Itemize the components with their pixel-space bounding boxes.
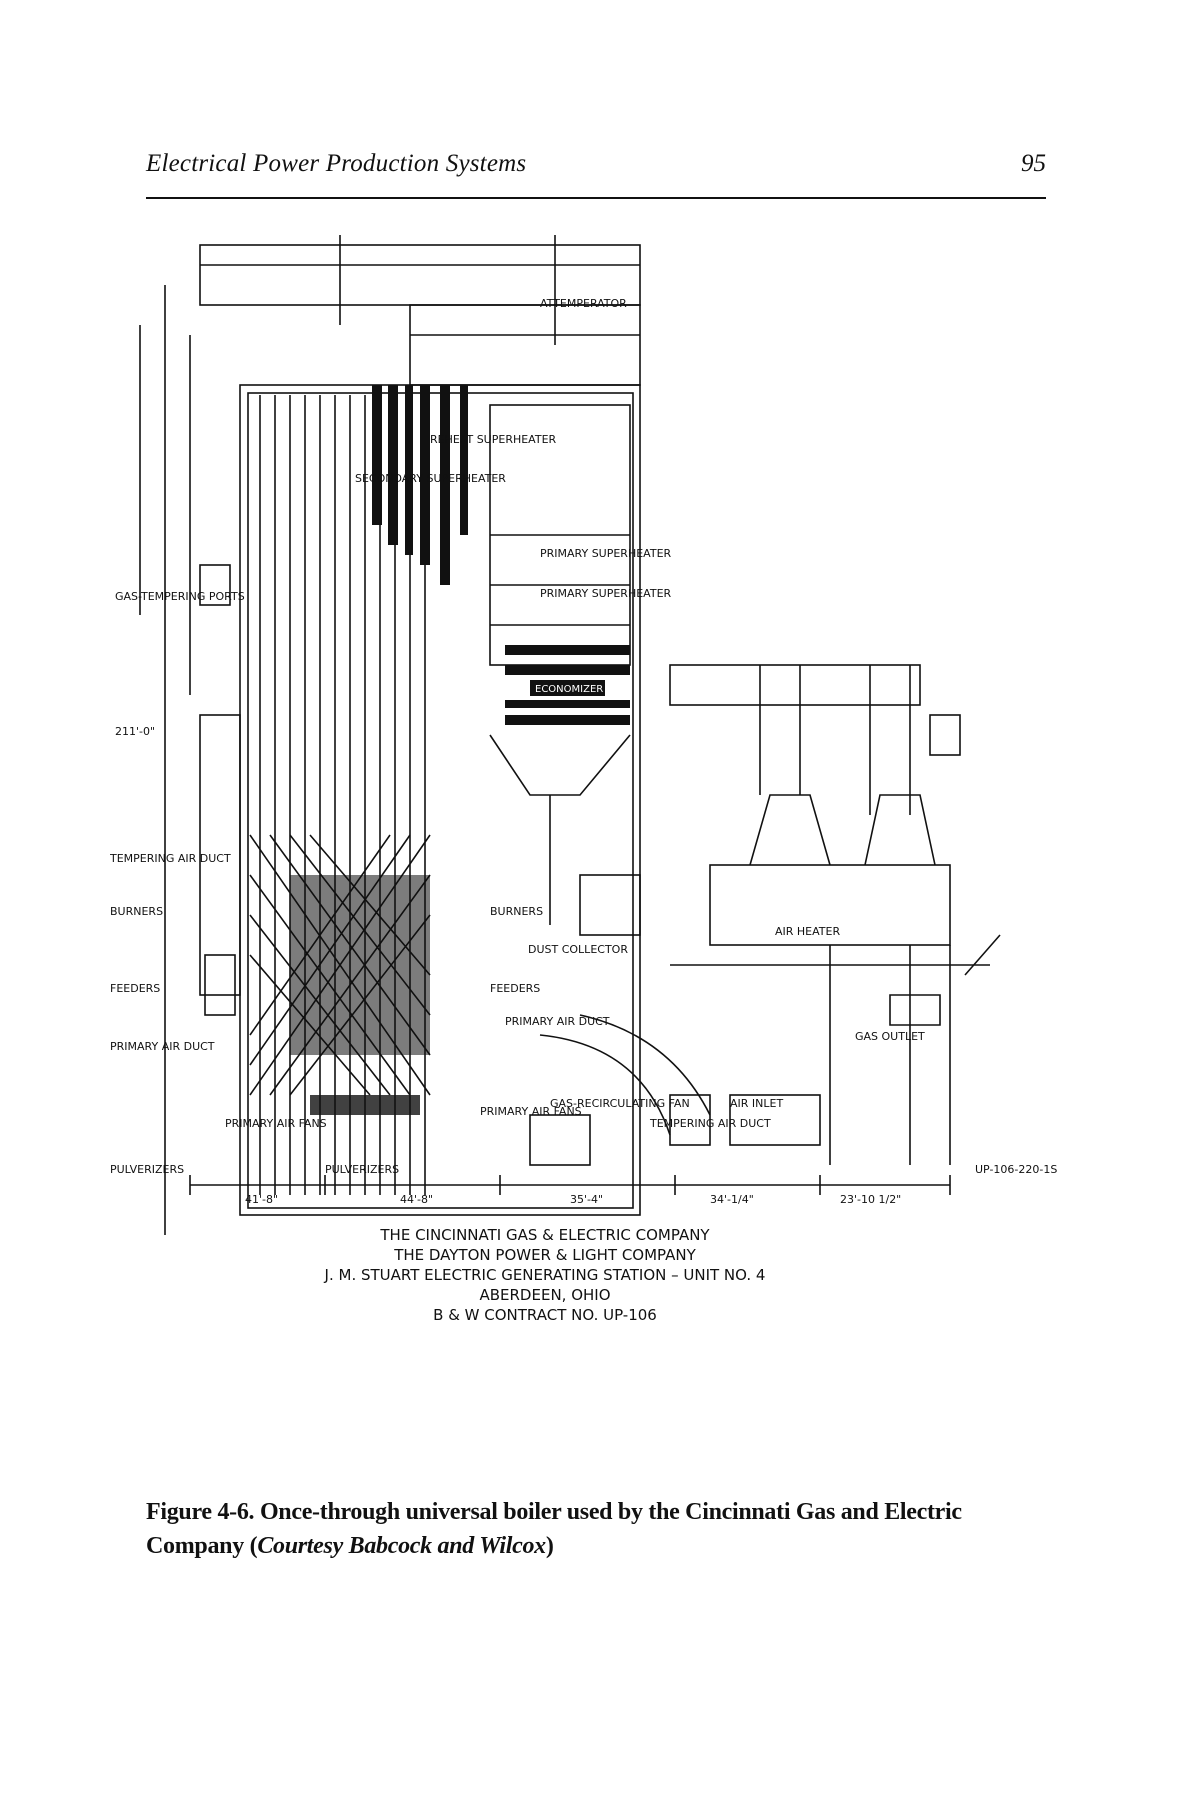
figure-caption: Figure 4-6. Once-through universal boile…	[146, 1495, 1046, 1563]
tempering-air-duct-label-right: TEMPERING AIR DUCT	[649, 1117, 771, 1130]
title-block-line-5: B & W CONTRACT NO. UP-106	[433, 1306, 657, 1324]
feeders-label-right: FEEDERS	[490, 982, 540, 995]
title-block-line-4: ABERDEEN, OHIO	[479, 1286, 610, 1304]
caption-text: Figure 4-6. Once-through universal boile…	[146, 1499, 962, 1559]
caption-close: )	[545, 1533, 554, 1559]
title-block-line-3: J. M. STUART ELECTRIC GENERATING STATION…	[324, 1266, 766, 1284]
dimension-4: 34'-1/4"	[710, 1193, 754, 1206]
gas-recirculating-fan-label: GAS-RECIRCULATING FAN	[550, 1097, 690, 1110]
pulverizers-label-left: PULVERIZERS	[110, 1163, 184, 1176]
running-title: Electrical Power Production Systems	[146, 150, 527, 177]
gas-tempering-ports-label: GAS-TEMPERING PORTS	[115, 590, 245, 603]
primary-superheater-label-2: PRIMARY SUPERHEATER	[540, 587, 672, 600]
secondary-superheater-label: SECONDARY SUPERHEATER	[355, 472, 506, 485]
boiler-drawing: ATTEMPERATOR REHEAT SUPERHEATER SECONDAR…	[110, 235, 1057, 1324]
gas-outlet-label: GAS OUTLET	[855, 1030, 925, 1043]
reheat-superheater-label: REHEAT SUPERHEATER	[430, 433, 557, 446]
burners-label-left: BURNERS	[110, 905, 163, 918]
page-number: 95	[1021, 150, 1046, 177]
header-rule	[146, 197, 1046, 199]
dimension-5: 23'-10 1/2"	[840, 1193, 901, 1206]
primary-air-fans-label-left: PRIMARY AIR FANS	[225, 1117, 327, 1130]
drawing-number: UP-106-220-1S	[975, 1163, 1057, 1176]
dust-collector-label: DUST COLLECTOR	[528, 943, 628, 956]
tempering-air-duct-label-left: TEMPERING AIR DUCT	[110, 852, 231, 865]
boiler-figure: ATTEMPERATOR REHEAT SUPERHEATER SECONDAR…	[110, 235, 1095, 1370]
primary-air-duct-label-left: PRIMARY AIR DUCT	[110, 1040, 215, 1053]
primary-air-fans-label-right: PRIMARY AIR FANS	[480, 1105, 582, 1118]
dimension-2: 44'-8"	[400, 1193, 433, 1206]
economizer-label: ECONOMIZER	[535, 684, 603, 695]
primary-superheater-label: PRIMARY SUPERHEATER	[540, 547, 672, 560]
title-block-line-1: THE CINCINNATI GAS & ELECTRIC COMPANY	[379, 1226, 710, 1244]
title-block-line-2: THE DAYTON POWER & LIGHT COMPANY	[393, 1246, 696, 1264]
caption-credit: Courtesy Babcock and Wilcox	[257, 1533, 546, 1559]
burners-label-right: BURNERS	[490, 905, 543, 918]
feeders-label-left: FEEDERS	[110, 982, 160, 995]
dimension-3: 35'-4"	[570, 1193, 603, 1206]
running-header: Electrical Power Production Systems 95	[146, 146, 1046, 186]
height-dimension: 211'-0"	[115, 725, 155, 738]
air-heater-label: AIR HEATER	[775, 925, 840, 938]
air-inlet-label: AIR INLET	[730, 1097, 783, 1110]
pulverizers-label-mid: PULVERIZERS	[325, 1163, 399, 1176]
dimension-1: 41'-8"	[245, 1193, 278, 1206]
attemperator-label: ATTEMPERATOR	[540, 297, 627, 310]
primary-air-duct-label-right: PRIMARY AIR DUCT	[505, 1015, 610, 1028]
